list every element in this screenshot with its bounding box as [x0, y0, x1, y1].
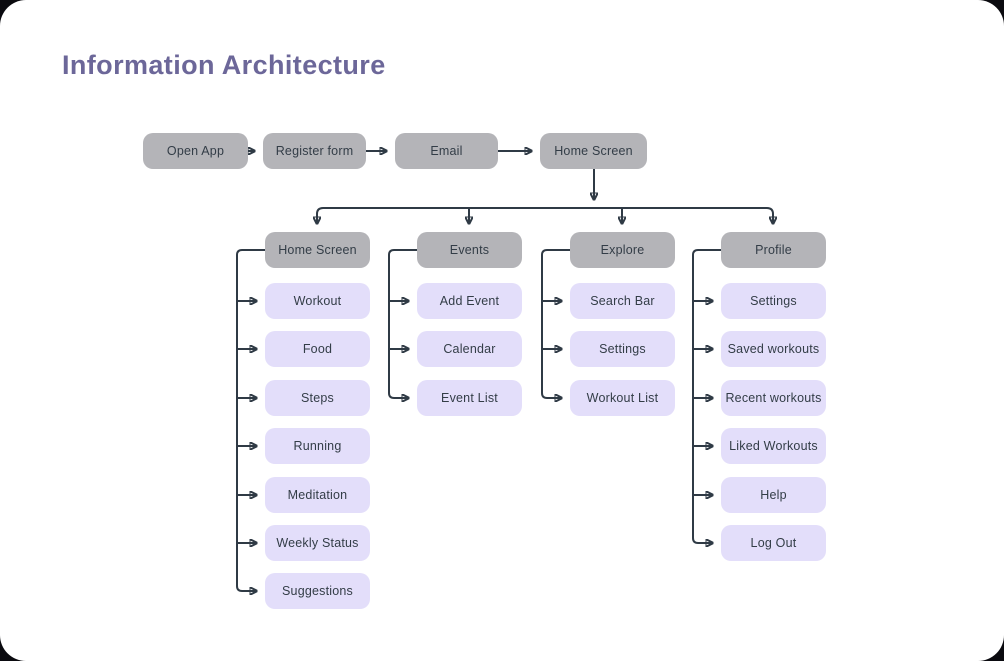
node-suggestions: Suggestions	[265, 573, 370, 609]
node-running: Running	[265, 428, 370, 464]
page-title: Information Architecture	[62, 50, 386, 80]
node-home-screen: Home Screen	[540, 133, 647, 169]
node-email: Email	[395, 133, 498, 169]
node-help: Help	[721, 477, 826, 513]
node-steps: Steps	[265, 380, 370, 416]
node-add-event: Add Event	[417, 283, 522, 319]
node-register-form: Register form	[263, 133, 366, 169]
node-open-app: Open App	[143, 133, 248, 169]
node-saved-workouts: Saved workouts	[721, 331, 826, 367]
node-weekly-status: Weekly Status	[265, 525, 370, 561]
node-workout: Workout	[265, 283, 370, 319]
node-log-out: Log Out	[721, 525, 826, 561]
node-profile-settings: Settings	[721, 283, 826, 319]
node-food: Food	[265, 331, 370, 367]
node-home-screen-section: Home Screen	[265, 232, 370, 268]
node-explore-section: Explore	[570, 232, 675, 268]
node-search-bar: Search Bar	[570, 283, 675, 319]
node-liked-workouts: Liked Workouts	[721, 428, 826, 464]
node-event-list: Event List	[417, 380, 522, 416]
node-calendar: Calendar	[417, 331, 522, 367]
node-recent-workouts: Recent workouts	[721, 380, 826, 416]
node-explore-settings: Settings	[570, 331, 675, 367]
node-workout-list: Workout List	[570, 380, 675, 416]
node-events-section: Events	[417, 232, 522, 268]
node-profile-section: Profile	[721, 232, 826, 268]
node-meditation: Meditation	[265, 477, 370, 513]
